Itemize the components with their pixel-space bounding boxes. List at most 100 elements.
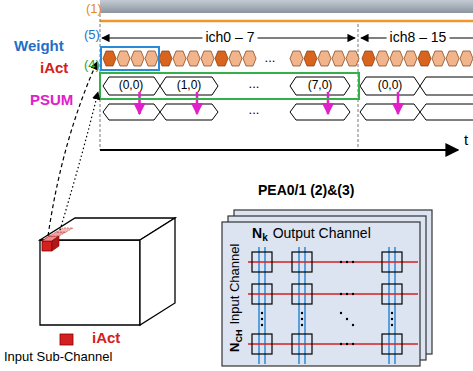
ellipsis: ...	[265, 51, 276, 65]
iact-token	[360, 77, 420, 95]
weight-token	[332, 51, 345, 66]
iact-index: (1,0)	[177, 79, 202, 92]
ellipsis: ...	[249, 77, 260, 91]
subscript: CH	[235, 330, 245, 343]
ellipsis-dot	[261, 324, 263, 326]
weight-token	[215, 51, 228, 66]
weight-line	[258, 247, 260, 364]
pe-cell	[382, 284, 402, 304]
weight-token	[201, 51, 214, 66]
weight-token	[446, 51, 459, 66]
ellipsis-dot	[346, 318, 348, 320]
ellipsis-dot	[391, 318, 393, 320]
weight-token	[117, 51, 130, 66]
weight-token	[173, 51, 186, 66]
iact-index: (0,0)	[119, 79, 144, 92]
axis-label: t	[464, 132, 468, 149]
span-label: ich0 – 7	[202, 30, 257, 45]
weight-token	[304, 51, 317, 66]
ellipsis-dot	[346, 343, 348, 345]
pe-array: PEA0/1 (2)&(3)	[222, 222, 420, 366]
subscript: k	[262, 232, 268, 243]
iact-index: (0,0)	[378, 79, 403, 92]
iact-line	[248, 343, 418, 345]
legend-text: Input Sub-Channel	[4, 350, 112, 364]
callout-number: (4)	[84, 58, 100, 72]
psum-arrow	[138, 92, 141, 114]
iact-token	[103, 77, 160, 95]
weight-token	[290, 51, 303, 66]
psum-token	[103, 104, 160, 120]
iact-cube	[40, 218, 175, 325]
ellipsis-dot	[261, 318, 263, 320]
weight-token	[432, 51, 445, 66]
psum-arrow	[397, 92, 400, 114]
weight-token	[460, 51, 473, 66]
axis-name: Input Channel	[228, 244, 242, 325]
weight-token	[229, 51, 242, 66]
pe-cell	[292, 252, 312, 272]
weight-token	[131, 51, 144, 66]
signal-name: iAct	[40, 60, 68, 77]
ellipsis-dot	[391, 324, 393, 326]
weight-line	[394, 247, 396, 364]
clock-bar	[100, 0, 473, 13]
front-panel	[222, 222, 420, 366]
ellipsis-dot	[340, 293, 342, 295]
ellipsis-dot	[340, 261, 342, 263]
ellipsis: ...	[249, 103, 260, 117]
ellipsis-dot	[352, 261, 354, 263]
ellipsis-dot	[346, 293, 348, 295]
iact-token	[290, 77, 350, 95]
ellipsis-dot	[340, 343, 342, 345]
span-label: ich8 – 15	[387, 30, 450, 45]
pe-cell	[252, 252, 272, 272]
ellipsis-dot	[301, 318, 303, 320]
weight-token	[362, 51, 375, 66]
callout-number: (1)	[86, 2, 102, 16]
weight-highlight	[101, 47, 159, 70]
weight-line	[264, 247, 266, 364]
ellipsis-dot	[340, 312, 342, 314]
axis-group: NkOutput Channel	[252, 226, 371, 241]
weight-token	[390, 51, 403, 66]
sub-channel-sample	[60, 334, 73, 345]
psum-token	[160, 104, 218, 120]
ellipsis-dot	[346, 261, 348, 263]
ellipsis-dot	[352, 324, 354, 326]
ellipsis-dot	[301, 324, 303, 326]
weight-token	[187, 51, 200, 66]
iact-line	[248, 293, 418, 295]
pe-cell	[252, 334, 272, 354]
orange-line	[100, 20, 473, 23]
callout-number: (5)	[84, 28, 100, 42]
pe-cell	[292, 334, 312, 354]
psum-arrow	[196, 92, 199, 114]
signal-name: PSUM	[30, 92, 73, 109]
ellipsis-dot	[301, 312, 303, 314]
weight-token	[318, 51, 331, 66]
signal-name: Weight	[14, 38, 64, 55]
weight-token	[243, 51, 256, 66]
iact-highlight	[100, 73, 359, 99]
weight-line	[304, 247, 306, 364]
weight-token	[346, 51, 359, 66]
weight-token	[103, 51, 116, 66]
weight-token	[376, 51, 389, 66]
weight-line	[298, 247, 300, 364]
pe-cell	[382, 334, 402, 354]
fetch-arrow	[48, 62, 97, 236]
ellipsis-dot	[261, 312, 263, 314]
iact-token	[160, 77, 218, 95]
psum-arrow	[327, 92, 330, 114]
pe-cell	[292, 284, 312, 304]
iact-index: (7,0)	[308, 79, 333, 92]
time-axis	[100, 149, 458, 151]
symbol: N	[228, 343, 242, 352]
tensor-label: iAct	[92, 330, 120, 347]
weight-token	[159, 51, 172, 66]
weight-token	[404, 51, 417, 66]
psum-token	[420, 104, 473, 120]
weight-token	[145, 51, 158, 66]
psum-token	[290, 104, 350, 120]
